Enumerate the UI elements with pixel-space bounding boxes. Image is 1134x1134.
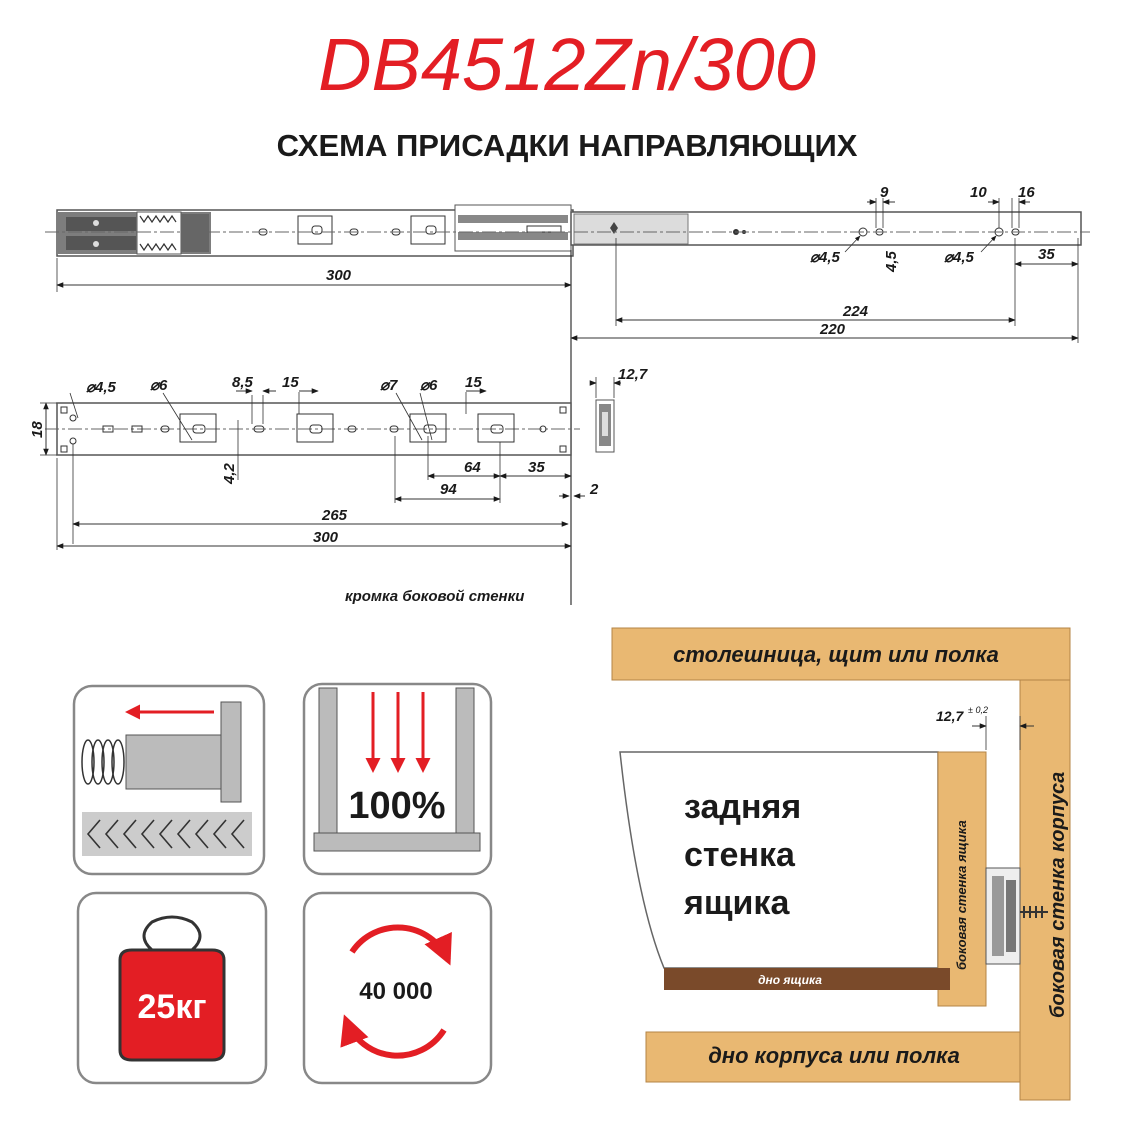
back-wall-line2: стенка [684, 836, 796, 874]
countertop-label: столешница, щит или полка [673, 642, 999, 667]
bottom-member-drawing: ⌀4,5 ⌀6 8,5 15 ⌀7 ⌀6 15 18 4,2 64 35 94 [29, 366, 648, 605]
countertop-panel [611, 627, 1071, 681]
cycles-label: 40 000 [359, 978, 432, 1005]
chevrons-left-icon [86, 819, 245, 849]
case-side-panel [1019, 679, 1071, 1101]
dim-12-7: 12,7 [618, 366, 648, 383]
dim-35-top: 35 [1038, 246, 1055, 263]
dim-300-bottom: 300 [313, 529, 339, 546]
full-extension-feature: 100% [302, 682, 493, 876]
dim-220: 220 [819, 321, 846, 338]
dim-4-2: 4,2 [221, 462, 238, 485]
dim-9: 9 [880, 184, 889, 201]
dim-hole-7: ⌀7 [380, 377, 398, 394]
dim-hole-b: ⌀4,5 [944, 249, 975, 266]
dim-94: 94 [440, 481, 457, 498]
edge-note: кромка боковой стенки [345, 588, 524, 605]
dim-35-bottom: 35 [528, 459, 545, 476]
dim-224: 224 [842, 303, 869, 320]
dim-300-top: 300 [326, 267, 352, 284]
dim-16: 16 [1018, 184, 1035, 201]
full-extension-label: 100% [348, 785, 445, 827]
installation-scheme: столешница, щит или полка боковая стенка… [611, 627, 1071, 1101]
back-wall-line3: ящика [683, 884, 790, 922]
dim-hole-6a: ⌀6 [150, 377, 168, 394]
model-title: DB4512Zn/300 [318, 23, 816, 106]
soft-close-feature [72, 684, 266, 876]
spring-icon [139, 214, 177, 224]
cycles-feature: 40 000 [302, 891, 493, 1085]
back-wall-panel [619, 751, 939, 969]
dim-15b: 15 [465, 374, 482, 391]
drawer-side-label: боковая стенка ящика [954, 820, 969, 970]
dim-hole-4-5: ⌀4,5 [86, 379, 117, 396]
cycle-arrow-icon [349, 924, 452, 966]
drawer-bottom-panel [664, 968, 950, 990]
dim-4-5-vertical: 4,5 [883, 250, 900, 273]
gap-dim-label: 12,7 [936, 708, 964, 724]
dim-2: 2 [589, 481, 599, 498]
top-slide-drawing: 9 10 16 ⌀4,5 4,5 ⌀4,5 35 300 224 220 [45, 184, 1090, 605]
dim-265: 265 [321, 507, 348, 524]
load-capacity-label: 25кг [138, 988, 207, 1026]
dim-hole-6b: ⌀6 [420, 377, 438, 394]
dim-15a: 15 [282, 374, 299, 391]
load-capacity-feature: 25кг [76, 891, 268, 1085]
case-bottom-label: дно корпуса или полка [708, 1043, 960, 1068]
dim-10: 10 [970, 184, 987, 201]
dim-64: 64 [464, 459, 481, 476]
case-side-label: боковая стенка корпуса [1047, 772, 1069, 1018]
weight-icon [118, 948, 226, 1062]
dim-18: 18 [29, 421, 46, 438]
drilling-scheme-title: СХЕМА ПРИСАДКИ НАПРАВЛЯЮЩИХ [276, 128, 858, 163]
spring-coil-icon [81, 739, 95, 785]
back-wall-line1: задняя [684, 788, 801, 826]
drawer-bottom-label: дно ящика [758, 973, 822, 987]
dim-hole-a: ⌀4,5 [810, 249, 841, 266]
gap-tolerance-label: ± 0,2 [968, 705, 988, 715]
screw-icon [1020, 906, 1048, 918]
dim-8-5: 8,5 [232, 374, 254, 391]
case-bottom-panel [645, 1031, 1021, 1083]
